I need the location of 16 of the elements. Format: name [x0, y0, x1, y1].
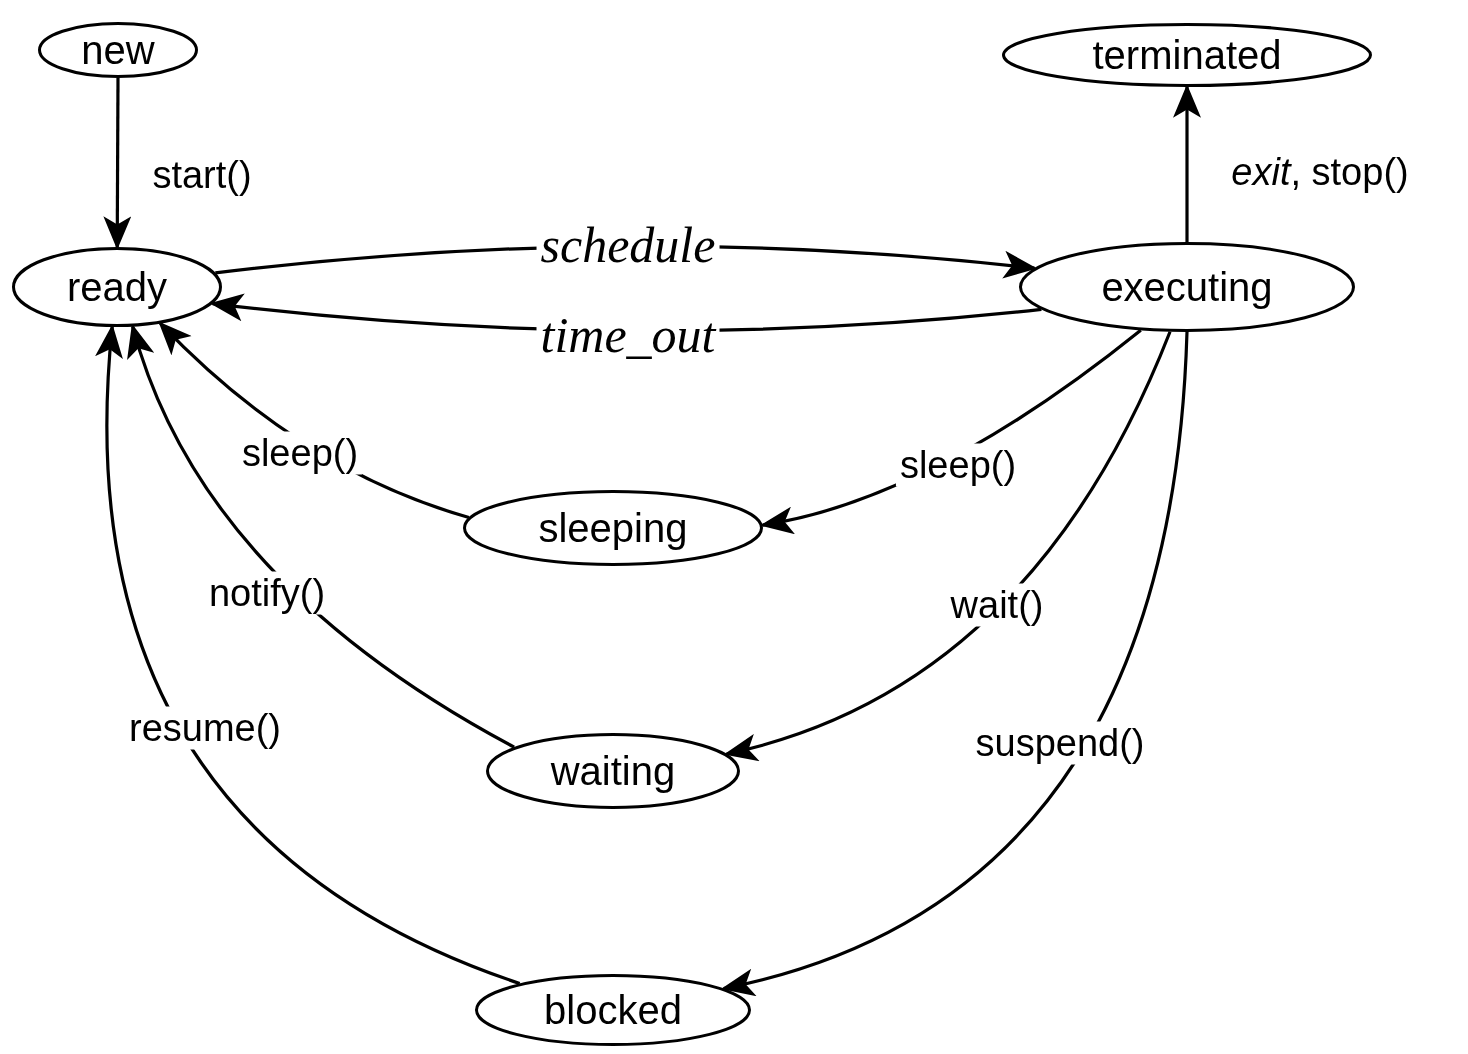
state-node: [38, 22, 198, 78]
state-node: [475, 974, 751, 1046]
state-node: [1002, 23, 1372, 87]
state-label: terminated: [1092, 32, 1282, 78]
transition-arrow: [723, 331, 1172, 760]
state-label: blocked: [544, 987, 682, 1033]
state-node: [486, 733, 740, 809]
state-node: [463, 490, 763, 566]
transition-arrow: [720, 331, 1189, 995]
state-label: executing: [1101, 264, 1273, 310]
state-node: [1019, 242, 1355, 332]
state-label: ready: [66, 264, 168, 310]
state-node: [12, 247, 222, 327]
state-label: waiting: [550, 748, 676, 794]
state-label: new: [81, 27, 155, 73]
state-label: sleeping: [538, 505, 688, 551]
